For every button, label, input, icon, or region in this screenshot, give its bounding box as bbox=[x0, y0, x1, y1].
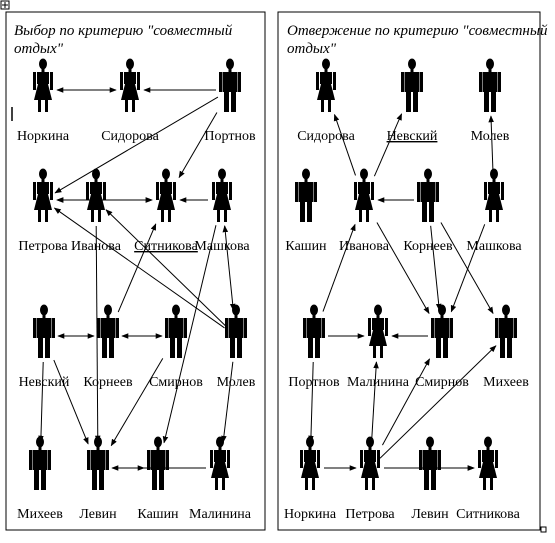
right-name-Smirnov: Смирнов bbox=[415, 375, 469, 390]
edge-right-Petrova-to-Miheev bbox=[379, 345, 497, 459]
edge-right-Ivanova-to-Smirnov bbox=[376, 222, 430, 315]
edge-left-Molev-to-Ivanova bbox=[105, 209, 227, 327]
right-name-Ivanova: Иванова bbox=[339, 239, 390, 254]
edge-right-Petrova-to-Smirnov bbox=[382, 358, 430, 446]
edge-right-Ivanova-to-Nevsky bbox=[373, 113, 403, 177]
edge-left-Nevsky-to-Levin bbox=[53, 359, 89, 445]
edge-right-Ivanova-to-Sidorova bbox=[333, 113, 356, 176]
person-left-Korneev-icon bbox=[97, 304, 119, 358]
right-panel-title-line2: отдых" bbox=[287, 41, 337, 57]
resize-handle-icon[interactable] bbox=[540, 526, 547, 533]
edge-left-Portnov-to-Petrova bbox=[54, 96, 219, 194]
edge-right-Mashkova-to-Molev bbox=[488, 115, 494, 175]
left-name-Levin: Левин bbox=[79, 507, 117, 522]
person-left-Kashin-icon bbox=[147, 436, 169, 490]
person-right-Petrova-icon bbox=[360, 436, 380, 490]
person-left-Malinina-icon bbox=[210, 436, 230, 490]
person-left-Portnov-icon bbox=[219, 58, 241, 112]
left-name-Ivanova: Иванова bbox=[71, 239, 122, 254]
right-name-Levin: Левин bbox=[411, 507, 449, 522]
person-right-Miheev-icon bbox=[495, 304, 517, 358]
left-name-Portnov: Портнов bbox=[204, 129, 256, 144]
person-right-Norkina-icon bbox=[300, 436, 320, 490]
person-left-Molev-icon bbox=[225, 304, 247, 358]
right-name-Nevsky: Невский bbox=[387, 129, 438, 144]
person-left-Nevsky-icon bbox=[33, 304, 55, 358]
right-panel-frame bbox=[277, 11, 541, 531]
person-left-Sitnikova-icon bbox=[156, 168, 176, 222]
left-name-Malinina: Малинина bbox=[189, 507, 252, 522]
edge-right-Portnov-to-Norkina bbox=[308, 361, 314, 443]
person-right-Ivanova-icon bbox=[354, 168, 374, 222]
person-left-Mashkova-icon bbox=[212, 168, 232, 222]
left-panel-title-line2: отдых" bbox=[14, 41, 64, 57]
right-name-Sidorova: Сидорова bbox=[297, 129, 355, 144]
edge-left-Portnov-to-Sitnikova bbox=[178, 112, 218, 179]
person-left-Sidorova-icon bbox=[120, 58, 140, 112]
person-right-Smirnov-icon bbox=[431, 304, 453, 358]
left-name-Smirnov: Смирнов bbox=[149, 375, 203, 390]
left-name-Sitnikova: Ситникова bbox=[134, 239, 198, 254]
left-name-Nevsky: Невский bbox=[19, 375, 70, 390]
left-name-Molev: Молев bbox=[217, 375, 256, 390]
right-name-Mashkova: Машкова bbox=[466, 239, 522, 254]
person-right-Portnov-icon bbox=[303, 304, 325, 358]
right-name-Miheev: Михеев bbox=[483, 375, 529, 390]
left-name-Sidorova: Сидорова bbox=[101, 129, 159, 144]
move-anchor-icon[interactable] bbox=[0, 0, 10, 10]
left-name-Petrova: Петрова bbox=[18, 239, 68, 254]
edge-right-Korneev-to-Smirnov bbox=[430, 225, 442, 311]
left-name-Kashin: Кашин bbox=[137, 507, 179, 522]
edge-right-Korneev-to-Miheev bbox=[440, 222, 494, 315]
person-right-Mashkova-icon bbox=[484, 168, 504, 222]
edge-left-Molev-to-Petrova bbox=[53, 207, 225, 329]
left-name-Mashkova: Машкова bbox=[194, 239, 250, 254]
person-right-Kashin-icon bbox=[295, 168, 317, 222]
right-name-Sitnikova: Ситникова bbox=[456, 507, 520, 522]
person-left-Norkina-icon bbox=[33, 58, 53, 112]
right-panel-title: Отвержение по критерию "совместный bbox=[287, 23, 548, 39]
person-left-Petrova-icon bbox=[33, 168, 53, 222]
person-right-Nevsky-icon bbox=[401, 58, 423, 112]
right-name-Molev: Молев bbox=[471, 129, 510, 144]
left-panel-title: Выбор по критерию "совместный bbox=[14, 23, 233, 39]
left-panel-frame bbox=[5, 11, 266, 531]
edge-right-Portnov-to-Ivanova bbox=[322, 223, 356, 312]
person-left-Levin-icon bbox=[87, 436, 109, 490]
left-name-Norkina: Норкина bbox=[17, 129, 70, 144]
person-left-Miheev-icon bbox=[29, 436, 51, 490]
person-right-Molev-icon bbox=[479, 58, 501, 112]
edge-left-Korneev-to-Sitnikova bbox=[117, 223, 157, 313]
right-name-Norkina: Норкина bbox=[284, 507, 337, 522]
edge-left-Nevsky-to-Miheev bbox=[38, 361, 44, 443]
right-name-Korneev: Корнеев bbox=[403, 239, 453, 254]
edge-left-Mashkova-to-Kashin bbox=[162, 225, 217, 444]
edge-left-Molev-to-Malinina bbox=[221, 361, 234, 443]
right-name-Kashin: Кашин bbox=[285, 239, 327, 254]
person-left-Smirnov-icon bbox=[165, 304, 187, 358]
right-name-Petrova: Петрова bbox=[345, 507, 395, 522]
edge-right-Petrova-to-Malinina bbox=[371, 361, 379, 443]
right-name-Portnov: Портнов bbox=[288, 375, 340, 390]
edge-left-Smirnov-to-Levin bbox=[110, 358, 164, 447]
person-right-Levin-icon bbox=[419, 436, 441, 490]
person-left-Ivanova-icon bbox=[86, 168, 106, 222]
person-right-Sidorova-icon bbox=[316, 58, 336, 112]
person-right-Sitnikova-icon bbox=[478, 436, 498, 490]
person-right-Malinina-icon bbox=[368, 304, 388, 358]
person-right-Korneev-icon bbox=[417, 168, 439, 222]
edge-left-Mashkova-to-Molev bbox=[222, 225, 236, 311]
left-name-Korneev: Корнеев bbox=[83, 375, 133, 390]
left-name-Miheev: Михеев bbox=[17, 507, 63, 522]
edge-right-Mashkova-to-Smirnov bbox=[450, 224, 486, 313]
right-name-Malinina: Малинина bbox=[347, 375, 410, 390]
